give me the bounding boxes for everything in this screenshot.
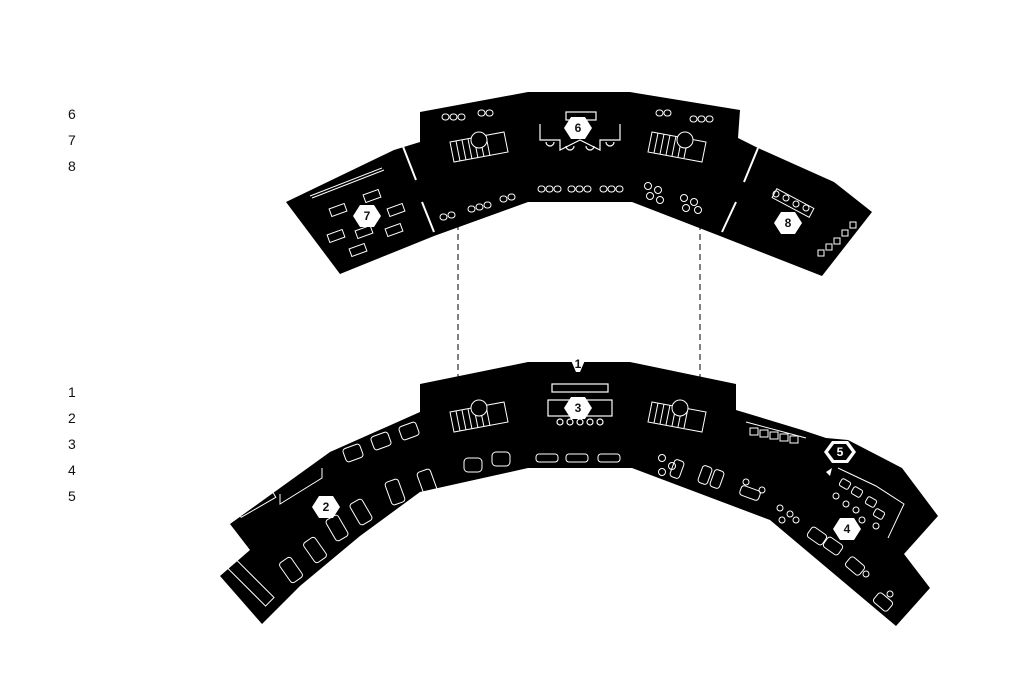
legend-number: 8 (68, 158, 76, 174)
zone-label-7: 7 (364, 209, 371, 223)
zone-label-6: 6 (575, 121, 582, 135)
legend-number: 2 (68, 410, 76, 426)
zone-marker-2: 2 (312, 496, 340, 518)
lounge-cluster (658, 454, 894, 612)
wall-line (401, 143, 417, 181)
zone-marker-1: 1 (570, 357, 586, 372)
zone-marker-4: 4 (833, 518, 861, 540)
stairs-icon (676, 131, 694, 149)
zone-label-8: 8 (785, 216, 792, 230)
zone-label-3: 3 (575, 401, 582, 415)
locker-row (745, 421, 905, 539)
seating-group (463, 451, 621, 473)
zone-label-2: 2 (323, 500, 330, 514)
entrance-arrow-icon (826, 468, 832, 476)
zone-label-1: 1 (575, 357, 582, 371)
wall-line (721, 201, 737, 233)
zone-marker-8: 8 (774, 212, 802, 234)
zone-marker-5: 5 (824, 441, 856, 463)
upper-floor-plan (286, 92, 872, 276)
meeting-table (771, 188, 857, 257)
table-cluster (225, 421, 438, 607)
zone-marker-3: 3 (564, 397, 592, 419)
zone-label-4: 4 (844, 522, 851, 536)
legend-number: 3 (68, 436, 76, 452)
legend-number: 4 (68, 462, 76, 478)
zone-marker-6: 6 (564, 117, 592, 139)
seating-group (439, 109, 714, 221)
legend-number: 5 (68, 488, 76, 504)
lower-floor-plan (220, 362, 938, 626)
stairs-icon (671, 399, 689, 417)
zone-label-5: 5 (837, 445, 844, 459)
stairs-icon (470, 131, 488, 149)
wall-line (421, 201, 435, 233)
legend-number: 6 (68, 106, 76, 122)
zone-marker-7: 7 (353, 205, 381, 227)
stairs-icon (470, 399, 488, 417)
wall-line (743, 147, 759, 183)
legend-number: 7 (68, 132, 76, 148)
legend-number: 1 (68, 384, 76, 400)
desk-cluster (309, 167, 406, 258)
